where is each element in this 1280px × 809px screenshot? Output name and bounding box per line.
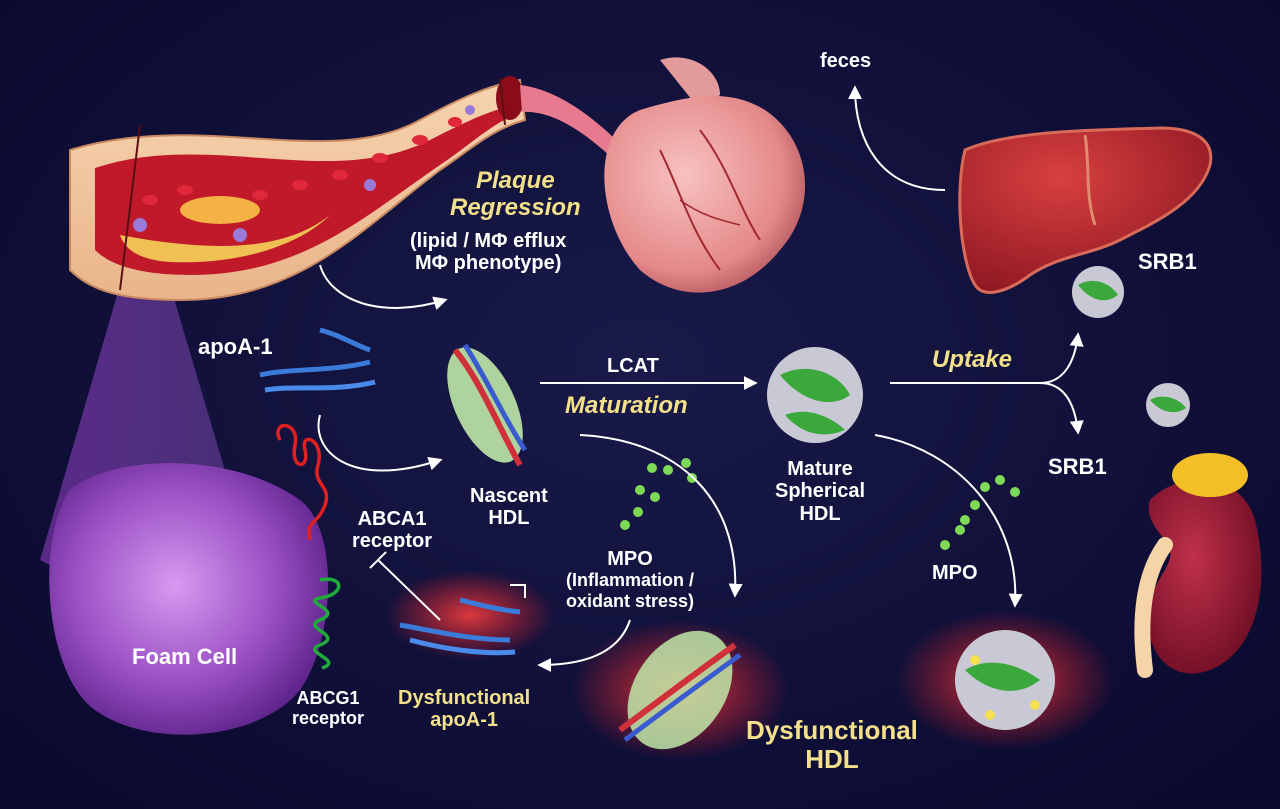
abcg1-line-2: receptor xyxy=(292,708,365,729)
abca1-receptor-loops xyxy=(276,423,329,541)
dysfunction-glow-apoa1 xyxy=(385,570,555,660)
arrow-to-dysfunctional-hdl-center xyxy=(579,434,743,598)
abca1-receptor-label: ABCA1 receptor xyxy=(352,508,432,553)
maturation-label: Maturation xyxy=(565,392,688,419)
plaque-detail-line-1: (lipid / MΦ efflux xyxy=(410,230,567,252)
plaque-detail-line-2: MΦ phenotype) xyxy=(415,252,562,275)
mature-hdl-line-1: Mature xyxy=(787,458,853,480)
mature-hdl-line-2: Spherical xyxy=(775,480,866,503)
plaque-regression-detail: (lipid / MΦ efflux MΦ phenotype) xyxy=(410,230,566,275)
mpo-center-line-3: oxidant stress) xyxy=(566,590,695,611)
feces-label: feces xyxy=(820,50,872,72)
abcg1-receptor-loops xyxy=(312,577,341,670)
mpo-center-line-2: (Inflammation / xyxy=(566,570,695,591)
dysfunctional-hdl-label: Dysfunctional HDL xyxy=(746,715,918,775)
mpo-molecules-right xyxy=(940,475,1020,550)
liver-hdl-particle xyxy=(1072,266,1124,318)
abcg1-line-1: ABCG1 xyxy=(296,688,360,708)
abcg1-receptor-label: ABCG1 receptor xyxy=(292,688,364,728)
dysfunctional-apoa1-line-1: Dysfunctional xyxy=(398,687,531,709)
inhibition-bar-abca1 xyxy=(369,551,387,569)
dysfunctional-hdl-particle-center xyxy=(618,630,742,750)
nascent-hdl-line-2: HDL xyxy=(488,507,530,530)
mpo-center-label: MPO (Inflammation / oxidant stress) xyxy=(566,548,694,611)
dysfunctional-hdl-line-2: HDL xyxy=(805,744,859,775)
lcat-label: LCAT xyxy=(607,355,659,377)
srb1-kidney-label: SRB1 xyxy=(1048,454,1107,479)
kidney-illustration xyxy=(1134,453,1262,678)
abca1-line-2: receptor xyxy=(352,530,433,553)
inhibition-line-abca1 xyxy=(377,559,441,621)
dysfunctional-apoa1-protein xyxy=(399,597,521,656)
plaque-regression-line-1: Plaque xyxy=(476,167,555,194)
dysfunctional-hdl-particle-right xyxy=(955,630,1055,730)
mpo-center-line-1: MPO xyxy=(607,548,653,570)
apoa1-label: apoA-1 xyxy=(198,334,273,359)
dysfunctional-apoa1-label: Dysfunctional apoA-1 xyxy=(398,687,530,732)
mature-hdl-particle xyxy=(767,347,863,443)
arrow-uptake-kidney xyxy=(1039,382,1084,435)
foam-cell-illustration xyxy=(49,463,329,735)
kidney-hdl-particle xyxy=(1146,383,1190,427)
arrow-to-dysfunctional-hdl-right xyxy=(874,434,1023,608)
mpo-molecules-center xyxy=(620,458,697,530)
arrow-apoa1-to-nascent xyxy=(317,414,443,472)
arrow-liver-to-feces xyxy=(848,85,946,191)
mature-hdl-label: Mature Spherical HDL xyxy=(775,458,865,525)
abca1-line-1: ABCA1 xyxy=(357,508,427,530)
pathway-arrows xyxy=(317,85,1084,672)
nascent-hdl-particle xyxy=(447,343,528,467)
uptake-label: Uptake xyxy=(932,346,1013,373)
liver-illustration xyxy=(958,126,1213,294)
arrow-to-dysfunctional-apoa1 xyxy=(537,619,631,672)
inhibition-bracket xyxy=(510,584,526,598)
plaque-regression-line-2: Regression xyxy=(450,193,581,221)
foam-cell-label: Foam Cell xyxy=(132,644,238,669)
arrow-to-plaque-regression xyxy=(319,264,448,310)
nascent-hdl-line-1: Nascent xyxy=(470,485,548,507)
mpo-right-label: MPO xyxy=(932,562,978,584)
dysfunctional-apoa1-line-2: apoA-1 xyxy=(430,709,499,732)
heart-illustration xyxy=(604,57,806,293)
dysfunctional-hdl-line-1: Dysfunctional xyxy=(746,715,918,745)
mature-hdl-line-3: HDL xyxy=(799,502,841,525)
srb1-liver-label: SRB1 xyxy=(1138,249,1197,274)
apoa1-protein xyxy=(259,327,376,393)
plaque-regression-title: Plaque Regression xyxy=(450,167,581,222)
nascent-hdl-label: Nascent HDL xyxy=(470,485,548,530)
